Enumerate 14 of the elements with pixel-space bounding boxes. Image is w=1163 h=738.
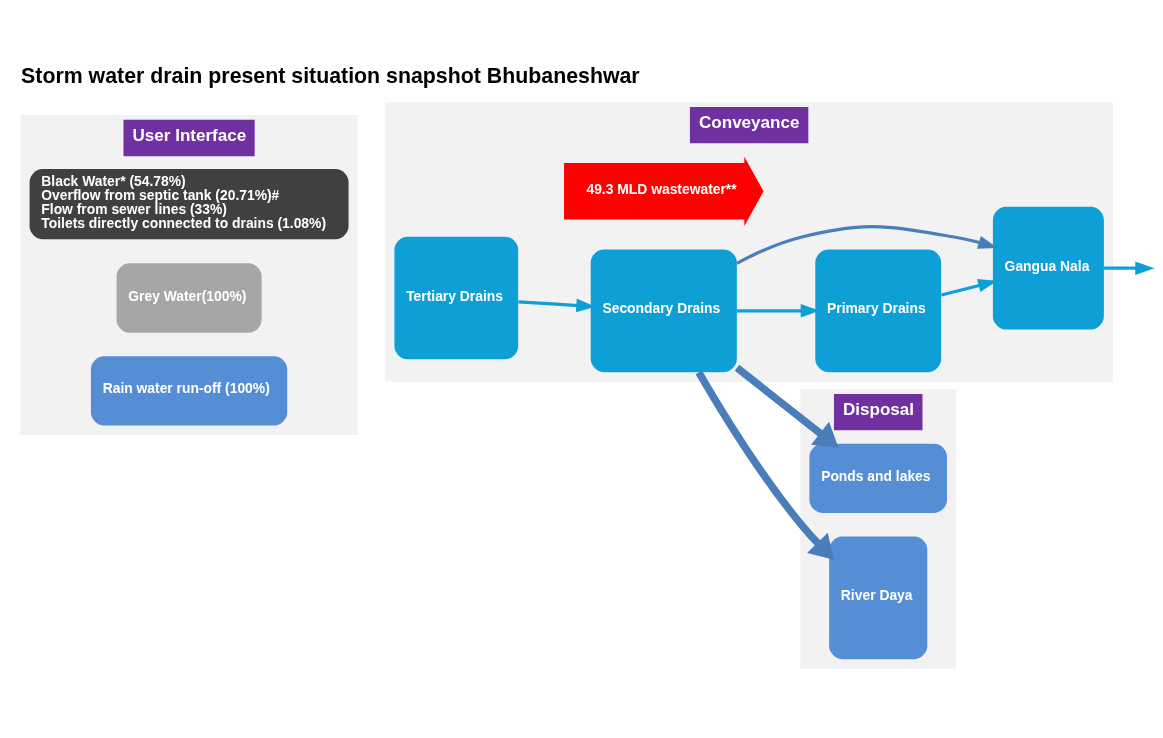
node-box: River Daya (829, 535, 928, 659)
arrow (1104, 260, 1155, 275)
diagram-title: Storm water drain present situation snapshot Bhubaneshwar (21, 63, 640, 88)
arrow (736, 224, 998, 265)
arrow (734, 364, 839, 448)
arrow (695, 369, 834, 560)
node-box: Rain water run-off (100%) (90, 355, 288, 425)
node-box: Tertiary Drains (394, 236, 519, 359)
node-box: Secondary Drains (590, 249, 737, 372)
node-box: Gangua Nala (992, 206, 1104, 329)
node-box: Black Water* (54.78%) Overflow from septic tank (20.71%)# Flow from sewer lines (33%) Toilets directly connected to drains (1.08%) (29, 168, 349, 239)
node-box: Ponds and lakes (809, 443, 947, 513)
node-box: Grey Water(100%) (116, 262, 262, 333)
node-box: Primary Drains (815, 249, 942, 372)
